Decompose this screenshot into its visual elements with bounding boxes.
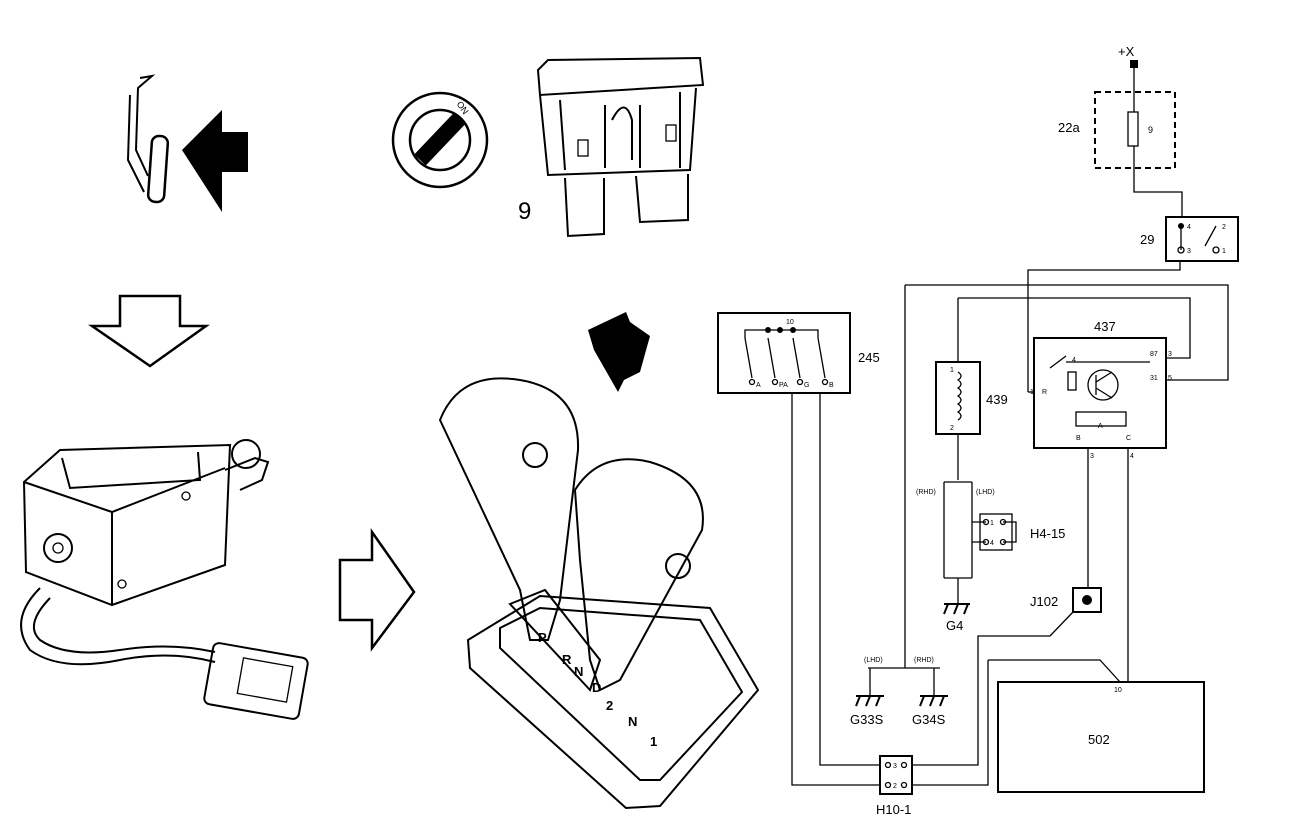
svg-text:1: 1 [990, 520, 994, 527]
connector-h4-15-id: H4-15 [1030, 526, 1065, 541]
ecu-502-id: 502 [1088, 732, 1110, 747]
svg-text:87: 87 [1150, 351, 1158, 358]
selector-1: 1 [650, 734, 657, 749]
supply-label: +X [1118, 44, 1135, 59]
selector-n2: N [628, 714, 637, 729]
svg-text:4: 4 [1187, 224, 1191, 231]
ground-g33s-icon: G33S [850, 668, 884, 727]
arrow-diagonal-icon [588, 312, 650, 392]
brake-pedal-illustration [126, 74, 170, 204]
connector-h4-15: 1 4 H4-15 [979, 513, 1065, 551]
ground-g4-label: G4 [946, 618, 963, 633]
svg-text:10: 10 [1114, 687, 1122, 694]
lhd-label-1: (RHD) [916, 489, 936, 496]
svg-text:B: B [1076, 435, 1081, 442]
svg-text:A: A [756, 382, 761, 389]
svg-text:3: 3 [1090, 453, 1094, 460]
fuse-box-fuse-label: 9 [1148, 125, 1153, 135]
arrow-left-icon [182, 110, 248, 212]
relay-29-id: 29 [1140, 232, 1154, 247]
svg-text:2: 2 [893, 783, 897, 790]
component-439-id: 439 [986, 392, 1008, 407]
svg-text:1: 1 [1222, 248, 1226, 255]
rhd-label-1: (LHD) [976, 489, 995, 496]
relay-29: 29 4 2 3 1 [1140, 216, 1239, 262]
connector-j102-id: J102 [1030, 594, 1058, 609]
svg-text:3: 3 [1187, 248, 1191, 255]
svg-text:10: 10 [786, 319, 794, 326]
svg-text:31: 31 [1150, 375, 1158, 382]
selector-n: N [574, 664, 583, 679]
svg-text:1: 1 [950, 367, 954, 374]
svg-text:4: 4 [1130, 453, 1134, 460]
connector-j102: J102 [1030, 587, 1102, 613]
svg-text:R: R [1042, 389, 1047, 396]
ground-g34s-icon: G34S [912, 668, 948, 727]
svg-text:2: 2 [950, 425, 954, 432]
module-437: 437 1 R 4 87 3 31 5 B C A 3 4 [1030, 319, 1172, 460]
svg-text:G: G [804, 382, 809, 389]
fuse-box-22a: 9 22a [1058, 91, 1176, 169]
rhd-label-2: (RHD) [914, 657, 934, 664]
fuse-illustration: 9 [518, 56, 705, 238]
module-437-id: 437 [1094, 319, 1116, 334]
svg-text:C: C [1126, 435, 1131, 442]
component-439: 439 1 2 [935, 361, 1008, 435]
ground-g4-icon: G4 [943, 578, 970, 633]
fuse-box-id: 22a [1058, 120, 1080, 135]
gear-selector-illustration: P R N D 2 N 1 [438, 377, 760, 810]
svg-text:3: 3 [893, 763, 897, 770]
svg-text:2: 2 [1222, 224, 1226, 231]
connector-h10-1-id: H10-1 [876, 802, 911, 817]
arrow-down-icon [87, 294, 210, 368]
svg-text:3: 3 [1168, 351, 1172, 358]
svg-text:B: B [829, 382, 834, 389]
ground-g33s-label: G33S [850, 712, 884, 727]
selector-2: 2 [606, 698, 613, 713]
svg-text:4: 4 [1072, 357, 1076, 364]
selector-p: P [538, 630, 547, 645]
ground-g34s-label: G34S [912, 712, 946, 727]
selector-d: D [592, 680, 601, 695]
selector-r: R [562, 652, 572, 667]
svg-text:5: 5 [1168, 375, 1172, 382]
solenoid-illustration [20, 439, 309, 720]
svg-text:4: 4 [990, 540, 994, 547]
switch-245-id: 245 [858, 350, 880, 365]
switch-245: 245 10 A PA G B [717, 312, 880, 394]
connector-h10-1: 3 2 H10-1 [876, 755, 913, 817]
arrow-right-icon [338, 528, 416, 652]
svg-text:PA: PA [779, 382, 788, 389]
ignition-switch-illustration: ON [391, 91, 489, 189]
ecu-502: 502 10 [997, 681, 1205, 793]
lhd-label-2: (LHD) [864, 657, 883, 664]
fuse-number: 9 [518, 198, 531, 225]
